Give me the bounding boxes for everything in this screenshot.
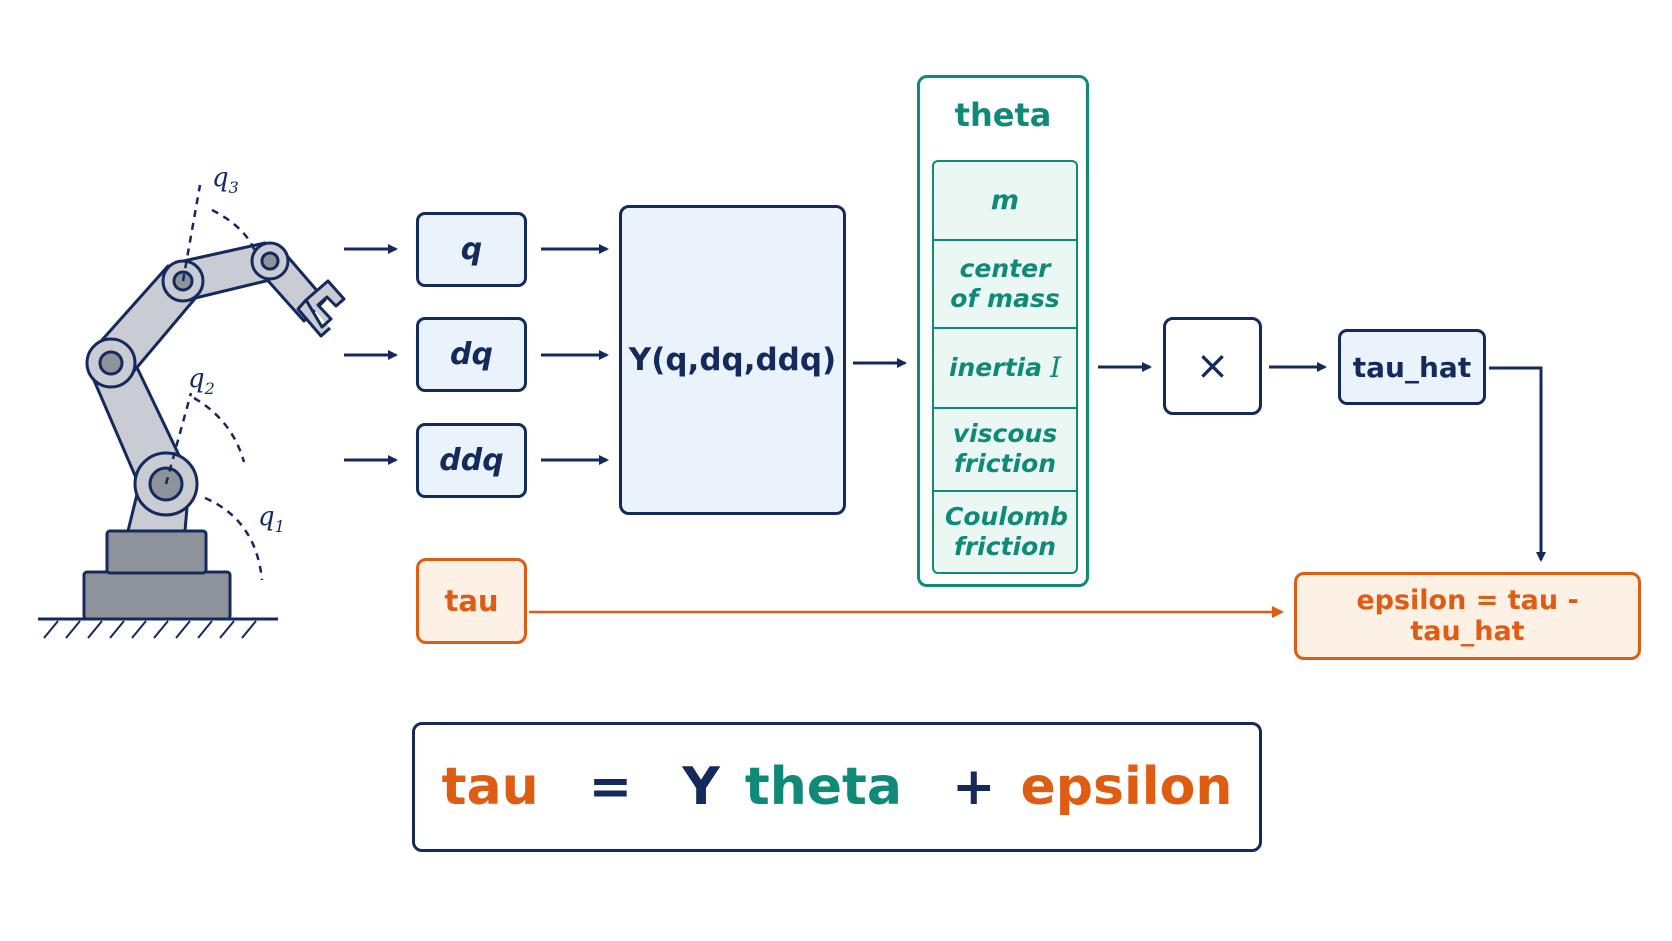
q-box: q xyxy=(416,212,527,287)
equation-equals: = xyxy=(588,757,633,817)
joint-labels: q1 q2 q3 xyxy=(188,163,285,536)
ddq-box: ddq xyxy=(416,423,527,498)
ddq-label: ddq xyxy=(439,443,504,478)
theta-param-label: Coulomb friction xyxy=(945,501,1069,561)
tau-box: tau xyxy=(416,558,527,644)
equation-Y: Y xyxy=(682,757,720,817)
theta-param-label: inertia xyxy=(948,352,1042,382)
tau-hat-label: tau_hat xyxy=(1352,350,1472,384)
theta-param-label: viscous friction xyxy=(952,419,1058,479)
arrow-tauhat-to-epsilon xyxy=(1489,366,1546,562)
theta-title: theta xyxy=(954,96,1052,134)
tau-label: tau xyxy=(444,584,499,618)
joint-label-q1: q1 xyxy=(258,502,285,536)
equation-plus: + xyxy=(951,757,996,817)
theta-param-inertia: inertia I xyxy=(934,329,1076,409)
gripper-icon xyxy=(296,279,346,338)
joint-label-q3: q3 xyxy=(212,163,239,197)
tau-hat-box: tau_hat xyxy=(1338,329,1486,405)
theta-panel: theta m center of mass inertia I viscous… xyxy=(917,75,1089,587)
joint-label-q2: q2 xyxy=(188,364,215,398)
theta-param-center-of-mass: center of mass xyxy=(934,241,1076,330)
theta-param-mass: m xyxy=(934,162,1076,242)
theta-param-viscous-friction: viscous friction xyxy=(934,409,1076,492)
equation-tau: tau xyxy=(441,757,539,817)
epsilon-label: epsilon = tau - tau_hat xyxy=(1356,585,1579,647)
theta-parameter-list: m center of mass inertia I viscous frict… xyxy=(932,160,1078,574)
multiply-box: × xyxy=(1163,317,1262,415)
q-label: q xyxy=(460,232,483,267)
robot-arm-icon: q1 q2 q3 xyxy=(38,163,346,639)
robot-base-lower xyxy=(82,570,232,621)
ground-hatching xyxy=(43,620,257,639)
arrows xyxy=(344,244,1546,562)
multiply-icon: × xyxy=(1195,343,1230,389)
inertia-symbol: I xyxy=(1049,350,1062,384)
regressor-box: Y(q,dq,ddq) xyxy=(619,205,846,515)
joint-angle-indicators xyxy=(164,184,264,581)
robot-base-upper xyxy=(105,529,208,575)
dq-label: dq xyxy=(450,337,493,372)
theta-param-coulomb-friction: Coulomb friction xyxy=(934,492,1076,572)
epsilon-box: epsilon = tau - tau_hat xyxy=(1294,572,1641,660)
equation-theta: theta xyxy=(744,757,902,817)
equation-box: tau = Y theta + epsilon xyxy=(412,722,1262,852)
theta-param-label: center of mass xyxy=(950,254,1060,314)
equation-epsilon: epsilon xyxy=(1020,757,1233,817)
theta-param-label: m xyxy=(990,184,1020,216)
regressor-label: Y(q,dq,ddq) xyxy=(628,342,837,378)
dq-box: dq xyxy=(416,317,527,392)
